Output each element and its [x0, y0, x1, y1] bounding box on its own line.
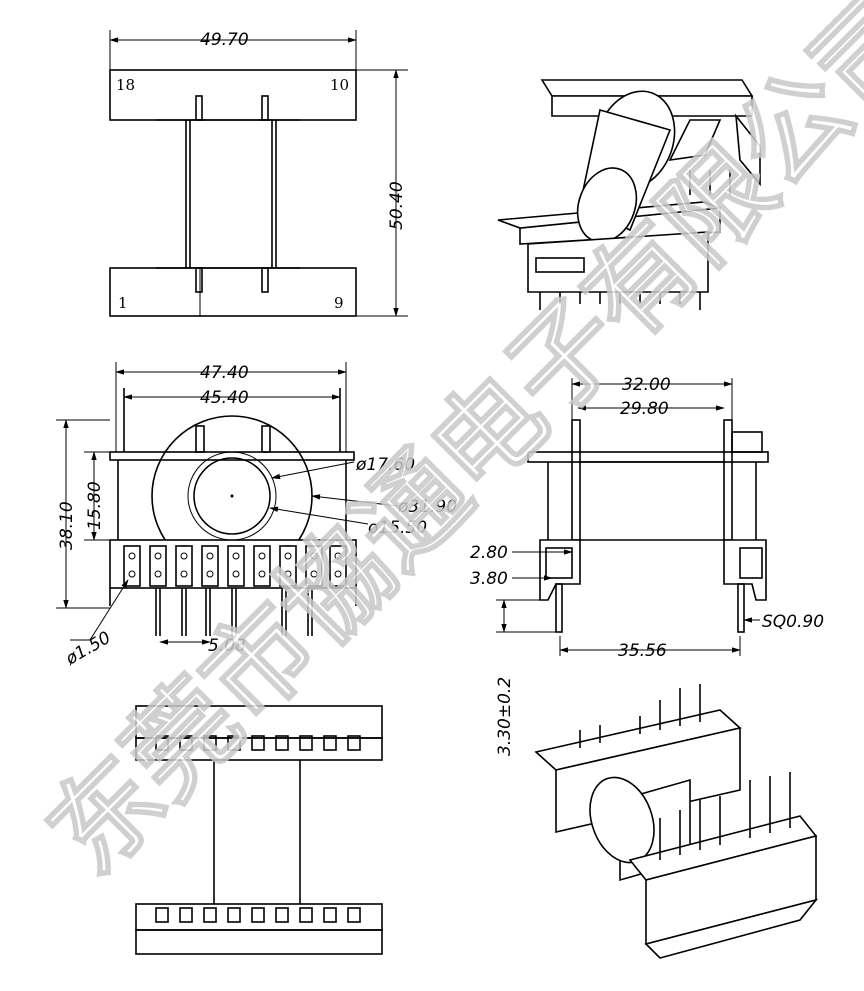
- dim-front-height: 38.10: [57, 501, 77, 550]
- top-view: 18 10 1 9 49.70 50.40: [109, 30, 408, 317]
- dim-front-inner-width: 45.40: [200, 388, 249, 408]
- dim-side-outer-width: 32.00: [622, 375, 671, 395]
- pin-rows: [123, 545, 347, 587]
- dim-side-3-80: 3.80: [470, 569, 508, 589]
- dim-diameter-31-90: ø31.90: [397, 497, 457, 517]
- dim-side-2-80: 2.80: [470, 543, 508, 563]
- dim-top-width: 49.70: [200, 30, 249, 50]
- dim-side-inner-width: 29.80: [620, 399, 669, 419]
- iso-view-top: [497, 79, 761, 310]
- dim-hole-diameter: ø1.50: [62, 628, 115, 670]
- pin-label-10: 10: [330, 76, 349, 94]
- side-view: 32.00 29.80 2.80 3.80 SQ0.90 35.56 3.30±…: [470, 375, 824, 756]
- bottom-view: [135, 705, 383, 955]
- dim-front-center-height: 15.80: [85, 481, 105, 530]
- dim-pin-span: 35.56: [618, 641, 667, 661]
- iso-view-bottom: [534, 684, 819, 959]
- pin-label-9: 9: [334, 294, 344, 312]
- dim-pin-length: 3.30±0.2: [495, 677, 515, 756]
- dim-top-height: 50.40: [387, 181, 407, 230]
- dim-pin-pitch: 5.08: [208, 636, 246, 656]
- bottom-pin-squares-top: [155, 735, 361, 751]
- bottom-pin-squares-bottom: [155, 907, 361, 923]
- pin-label-18: 18: [116, 76, 135, 94]
- dim-front-outer-width: 47.40: [200, 363, 249, 383]
- dim-diameter-15-50: ø15.50: [367, 518, 427, 538]
- dim-pin-square: SQ0.90: [762, 612, 824, 632]
- pin-label-1: 1: [118, 294, 128, 312]
- dim-diameter-17-60: ø17.60: [355, 455, 415, 475]
